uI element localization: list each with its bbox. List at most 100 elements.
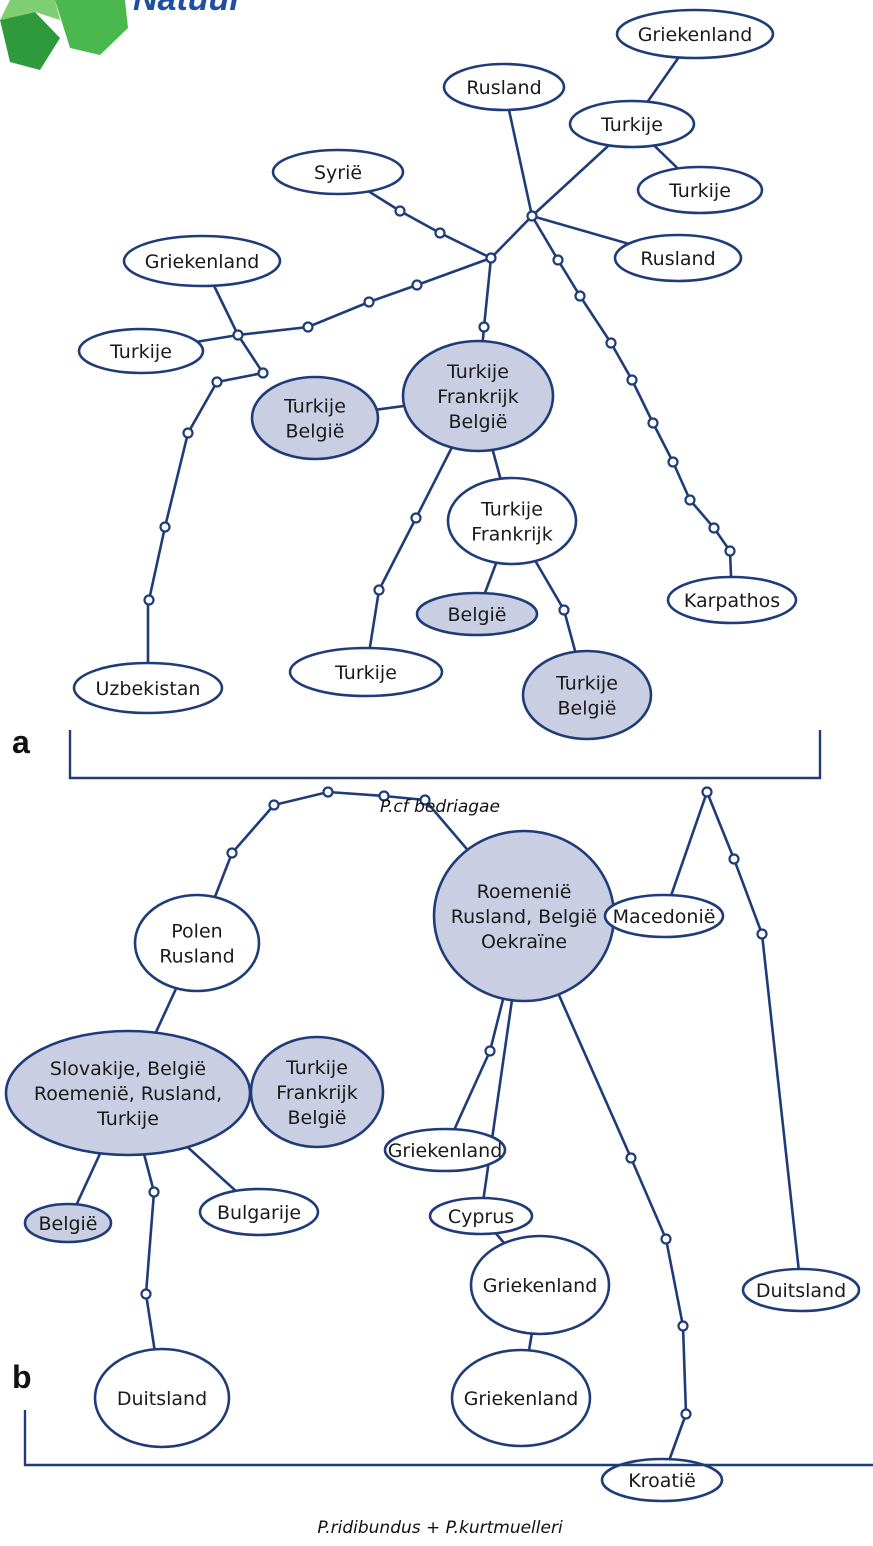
node-label: Roemenië — [477, 881, 572, 903]
mutation-dot — [373, 584, 385, 596]
network-edge — [490, 215, 533, 259]
mutation-dot — [434, 227, 446, 239]
node-ellipse — [72, 661, 224, 715]
mutation-dot — [724, 545, 736, 557]
node-label: Turkije — [96, 1108, 159, 1130]
node-label: Turkije — [109, 341, 172, 363]
haplotype-node: Syrië — [271, 148, 405, 196]
logo-leaf-shape — [0, 12, 60, 70]
panel-b-letter: b — [12, 1359, 32, 1395]
mutation-dot — [143, 594, 155, 606]
mutation-dot — [647, 417, 659, 429]
node-label: Turkije — [446, 361, 509, 383]
logo-leaf-shape — [0, 0, 60, 20]
node-ellipse — [446, 476, 578, 566]
network-nodes: GriekenlandRuslandTurkijeTurkijeSyriëRus… — [4, 8, 861, 1503]
panel-a-caption: P.cf bedriagae — [380, 797, 500, 817]
node-ellipse — [603, 893, 725, 939]
haplotype-node: Griekenland — [383, 1127, 507, 1173]
node-label: Rusland — [466, 77, 541, 99]
mutation-dot — [140, 1288, 152, 1300]
node-ellipse — [741, 1267, 861, 1313]
node-ellipse — [93, 1347, 231, 1449]
node-label: Macedonië — [613, 906, 716, 928]
network-edge — [662, 788, 803, 1291]
node-label: Griekenland — [483, 1275, 598, 1297]
node-ellipse — [23, 1202, 113, 1244]
node-ellipse — [415, 591, 539, 637]
panel-a-bracket — [68, 730, 822, 780]
mutation-dot — [667, 456, 679, 468]
mutation-dot — [728, 853, 740, 865]
network-edge — [364, 395, 480, 673]
haplotype-node: Turkije — [288, 646, 444, 698]
node-label: Rusland, België — [451, 906, 597, 928]
node-ellipse — [636, 165, 764, 215]
node-ellipse — [615, 8, 775, 60]
mutation-dot — [363, 296, 375, 308]
node-ellipse — [521, 649, 653, 741]
junction-dot — [232, 329, 244, 341]
node-ellipse — [600, 1457, 724, 1503]
node-label: Duitsland — [117, 1388, 207, 1410]
node-label: Oekraïne — [481, 931, 567, 953]
node-ellipse — [568, 99, 696, 149]
haplotype-node: Uzbekistan — [72, 661, 224, 715]
mutation-dot — [148, 1186, 160, 1198]
node-label: Frankrijk — [276, 1082, 357, 1104]
node-label: Turkije — [555, 673, 618, 695]
node-ellipse — [469, 1234, 611, 1336]
node-label: Frankrijk — [471, 524, 552, 546]
node-label: Syrië — [314, 162, 362, 184]
mutation-dot — [257, 367, 269, 379]
haplotype-node: Karpathos — [666, 575, 798, 625]
node-label: Griekenland — [638, 24, 753, 46]
haplotype-node: Griekenland — [615, 8, 775, 60]
mutation-dot — [660, 1233, 672, 1245]
node-label: België — [287, 1107, 346, 1129]
haplotype-node: Kroatië — [600, 1457, 724, 1503]
node-label: Slovakije, België — [50, 1058, 206, 1080]
mutation-dot — [684, 494, 696, 506]
node-ellipse — [383, 1127, 507, 1173]
mutation-dot — [756, 928, 768, 940]
mutation-dot — [625, 1152, 637, 1164]
node-ellipse — [198, 1187, 320, 1237]
network-edge — [522, 915, 688, 1481]
node-label: België — [557, 698, 616, 720]
mutation-dot — [159, 521, 171, 533]
mutation-dot — [552, 254, 564, 266]
node-label: Kroatië — [628, 1470, 696, 1492]
mutation-dot — [182, 427, 194, 439]
node-label: Griekenland — [388, 1140, 503, 1162]
mutation-dot — [558, 604, 570, 616]
node-label: Cyprus — [448, 1206, 514, 1228]
haplotype-node: Griekenland — [122, 234, 282, 288]
node-label: Uzbekistan — [96, 678, 201, 700]
node-ellipse — [250, 375, 380, 461]
node-label: Turkije — [600, 114, 663, 136]
mutation-dot — [484, 1045, 496, 1057]
haplotype-node: Rusland — [613, 233, 743, 283]
mutation-dot — [411, 279, 423, 291]
node-label: Griekenland — [145, 251, 260, 273]
node-label: Bulgarije — [217, 1202, 301, 1224]
haplotype-node: Turkije — [568, 99, 696, 149]
node-label: Karpathos — [684, 590, 780, 612]
haplotype-node: Griekenland — [469, 1234, 611, 1336]
node-ellipse — [133, 893, 261, 993]
mutation-dot — [419, 794, 431, 806]
mutation-dot — [410, 512, 422, 524]
haplotype-node: Macedonië — [603, 893, 725, 939]
mutation-dot — [211, 376, 223, 388]
panel-b-caption: P.ridibundus + P.kurtmuelleri — [317, 1518, 563, 1538]
mutation-dot — [626, 374, 638, 386]
mutation-dot — [701, 786, 713, 798]
